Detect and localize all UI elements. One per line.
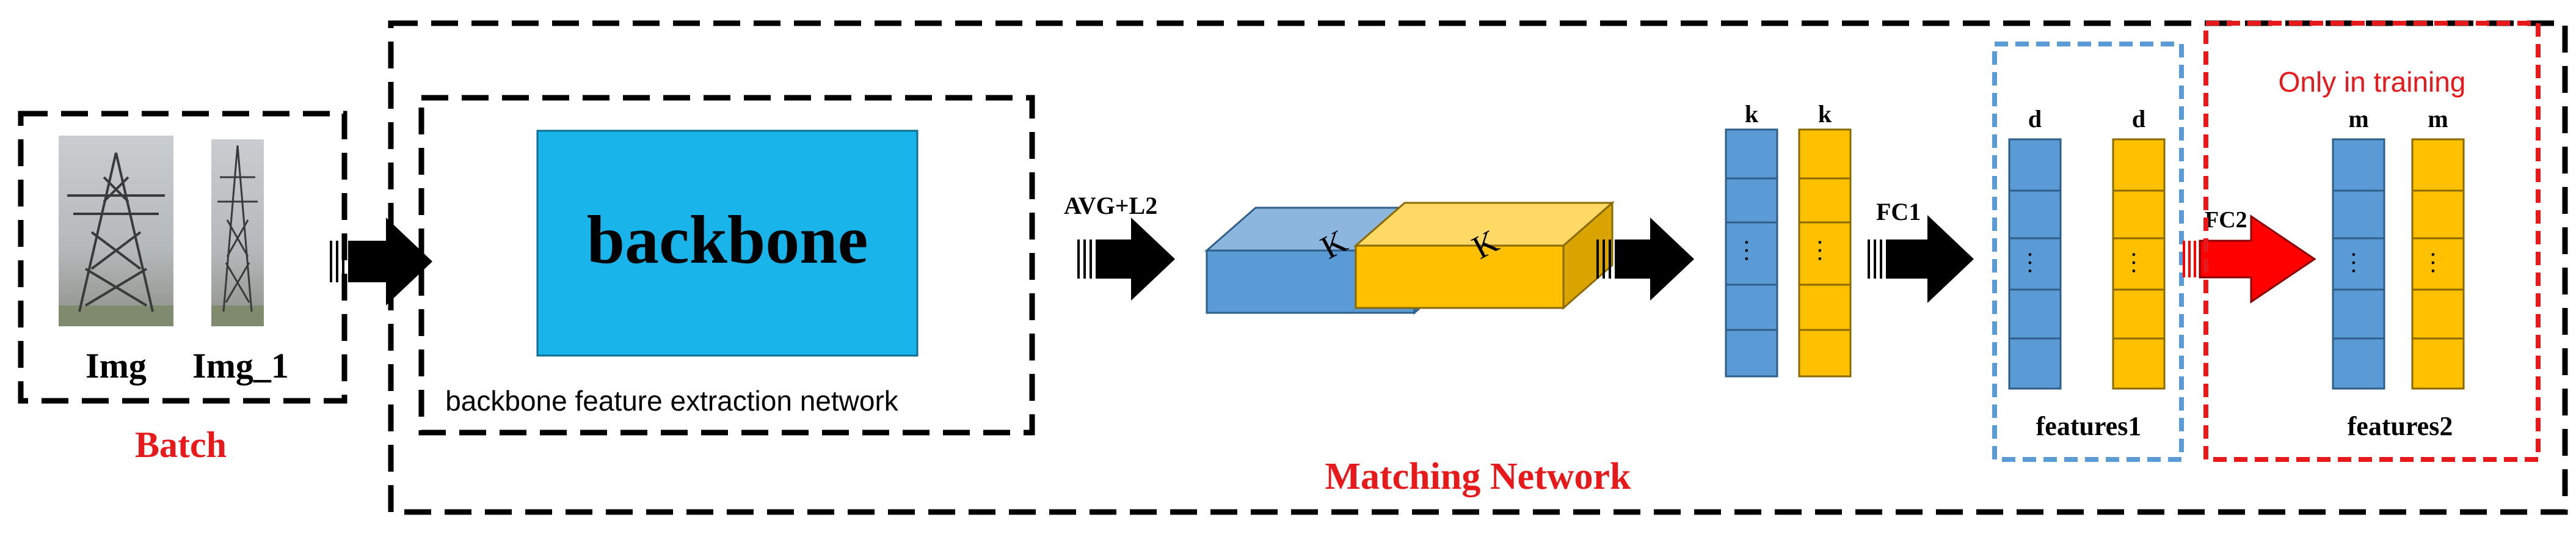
img-caption: Img <box>86 346 147 386</box>
features2-frame <box>2203 21 2541 462</box>
features2-box-label: Only in training <box>2279 66 2466 98</box>
features2-dim-blue: m <box>2348 105 2368 133</box>
backbone-block <box>536 130 919 357</box>
vector-k-yellow-label: k <box>1818 100 1832 128</box>
features1-yellow-dots: … <box>2127 251 2155 275</box>
tensor-yellow <box>1353 200 1615 310</box>
avg-l2-label: AVG+L2 <box>1064 192 1157 219</box>
fc1-arrow <box>1868 215 1974 303</box>
tensor-to-vector-arrow <box>1596 218 1694 301</box>
img-photo <box>59 136 173 326</box>
vector-k-blue-label: k <box>1745 100 1759 128</box>
batch-to-backbone-arrow <box>330 218 432 305</box>
features1-dim-blue: d <box>2028 105 2042 133</box>
features1-vector-yellow <box>2112 138 2166 390</box>
vector-k-blue-dots: … <box>1740 238 1767 263</box>
backbone-frame <box>418 95 1035 436</box>
vector-k-yellow-dots: … <box>1813 238 1841 263</box>
features2-vector-blue <box>2332 138 2385 390</box>
img-1-photo <box>211 139 264 326</box>
features1-label: features1 <box>2036 411 2142 441</box>
vector-k-blue <box>1725 128 1778 378</box>
avg-l2-arrow <box>1077 218 1175 301</box>
fc2-label: FC2 <box>2205 207 2247 233</box>
features1-vector-blue <box>2008 138 2062 390</box>
fc2-arrow <box>2183 214 2316 304</box>
matching-network-label: Matching Network <box>1325 456 1631 497</box>
vector-k-yellow <box>1798 128 1852 378</box>
features2-dim-yellow: m <box>2428 105 2448 133</box>
features2-label: features2 <box>2348 411 2453 441</box>
fc1-label: FC1 <box>1876 198 1921 225</box>
features2-yellow-dots: … <box>2426 251 2454 275</box>
features2-vector-yellow <box>2411 138 2465 390</box>
features2-blue-dots: … <box>2347 251 2374 275</box>
features1-dim-yellow: d <box>2132 105 2145 133</box>
features1-frame <box>1992 42 2184 462</box>
features1-blue-dots: … <box>2023 251 2051 275</box>
batch-label: Batch <box>135 425 227 465</box>
backbone-label: backbone <box>587 202 868 278</box>
img-1-caption: Img_1 <box>192 346 289 386</box>
backbone-caption: backbone feature extraction network <box>445 385 899 417</box>
